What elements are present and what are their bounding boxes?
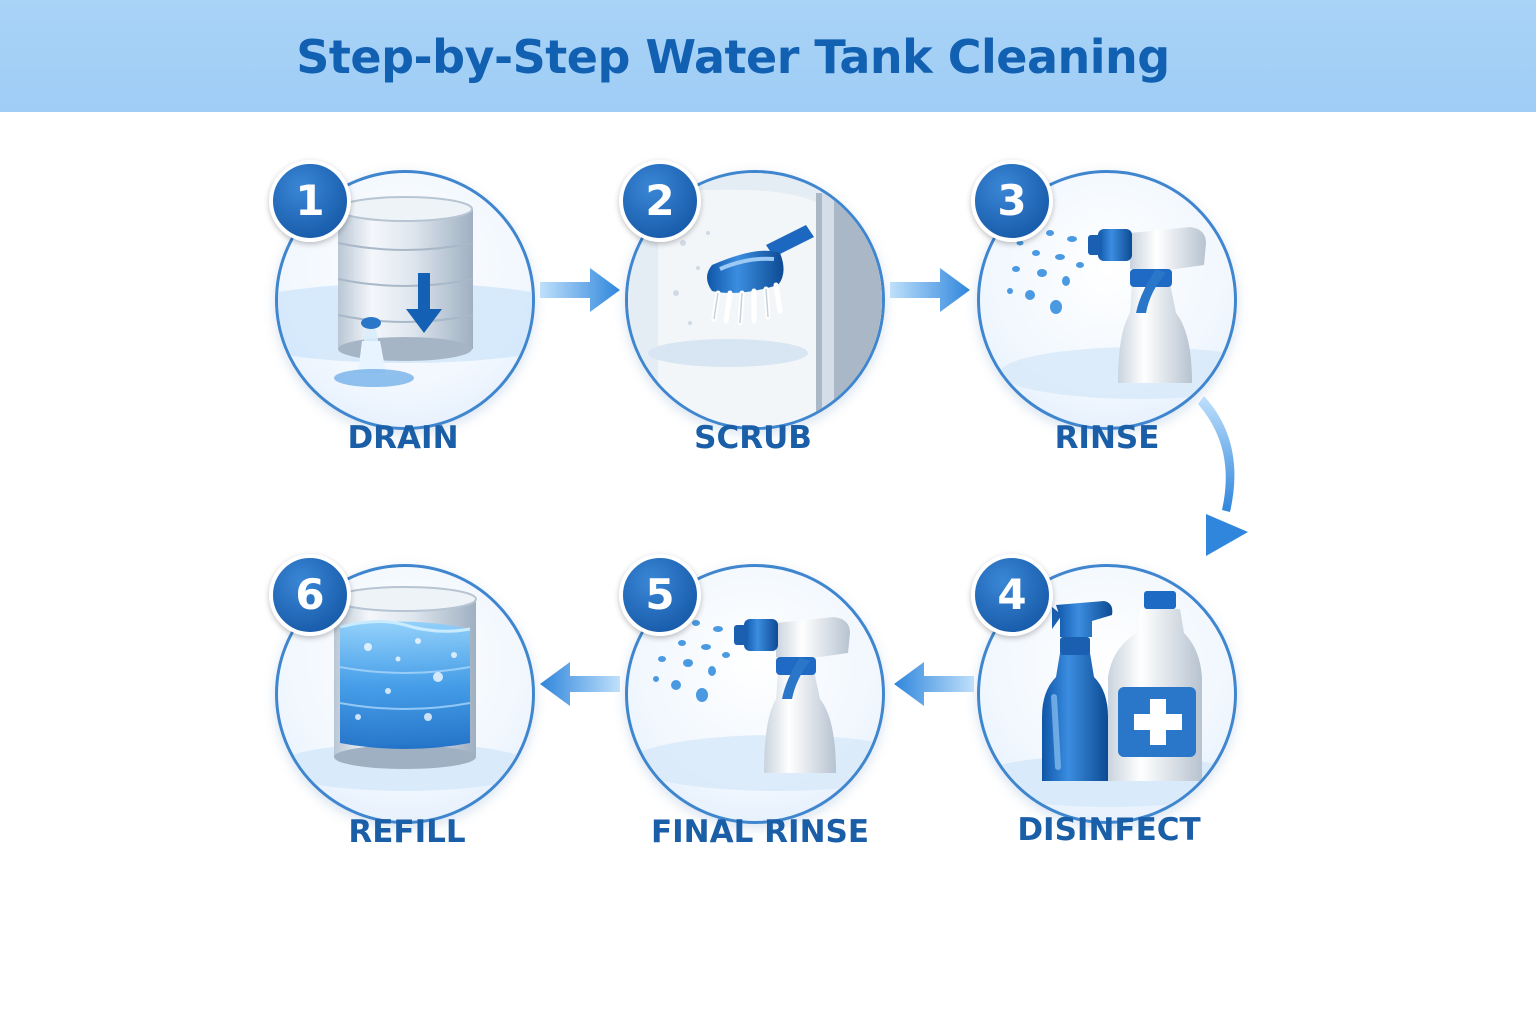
step-label-final-rinse: FINAL RINSE xyxy=(650,814,870,850)
step-number-badge: 4 xyxy=(971,554,1053,636)
title-banner xyxy=(0,0,1536,112)
spray-bottle-icon xyxy=(1000,227,1234,399)
step-label-disinfect: DISINFECT xyxy=(1017,812,1201,848)
spray-bottle-icon xyxy=(628,617,882,791)
step-4: 4 xyxy=(971,554,1237,824)
arrow-right-icon xyxy=(540,268,620,312)
step-label-refill: REFILL xyxy=(348,814,466,850)
filled-tank-icon xyxy=(278,586,532,791)
draining-tank-icon xyxy=(278,196,532,387)
step-1: 1 xyxy=(269,160,535,430)
arrow-left-icon xyxy=(540,662,620,706)
step-3: 3 xyxy=(971,160,1237,430)
step-number-badge: 6 xyxy=(269,554,351,636)
step-number-badge: 2 xyxy=(619,160,701,242)
arrow-curved-down-icon xyxy=(1198,396,1248,556)
disinfectant-bottles-icon xyxy=(980,591,1234,807)
step-number-badge: 1 xyxy=(269,160,351,242)
step-label-scrub: SCRUB xyxy=(694,420,812,456)
step-circle xyxy=(275,564,535,824)
arrow-left-icon xyxy=(894,662,974,706)
step-number-badge: 5 xyxy=(619,554,701,636)
step-label-rinse: RINSE xyxy=(1054,420,1160,456)
page-title: Step-by-Step Water Tank Cleaning xyxy=(296,30,1170,84)
arrow-right-icon xyxy=(890,268,970,312)
step-5: 5 xyxy=(619,554,885,824)
step-circle xyxy=(977,170,1237,430)
step-circle xyxy=(977,564,1237,824)
step-number-badge: 3 xyxy=(971,160,1053,242)
step-label-drain: DRAIN xyxy=(347,420,459,456)
step-2: 2 xyxy=(619,160,885,430)
step-6: 6 xyxy=(269,554,535,824)
